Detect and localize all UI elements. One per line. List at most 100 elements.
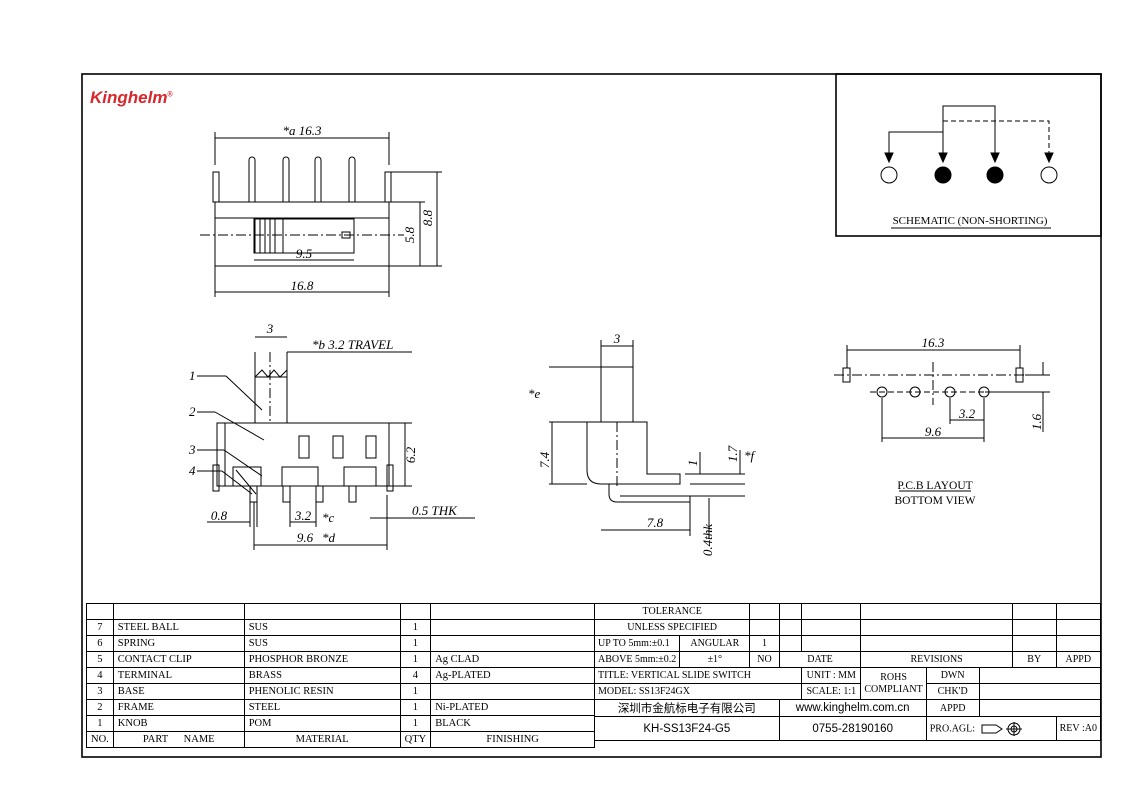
bom-finish-cell: BLACK [430, 715, 595, 732]
bom-qty-cell: 1 [399, 715, 432, 732]
callout-4: 4 [189, 463, 196, 478]
dim-pcb-offset: 1.6 [1029, 413, 1044, 430]
bom-finish-cell [430, 635, 595, 652]
dim-left-offset: 0.8 [211, 508, 228, 523]
bom-qty-cell: 4 [399, 667, 432, 684]
dim-pin-span: 9.6 [297, 530, 314, 545]
bom-name-cell: SPRING [112, 635, 245, 652]
unit-label: UNIT : MM [801, 667, 862, 684]
dim-side-height: 6.2 [403, 446, 418, 463]
company-name: 深圳市金航标电子有限公司 [594, 699, 780, 717]
bom-material-cell: PHOSPHOR BRONZE [243, 651, 401, 668]
kinghelm-logo: Kinghelm® [90, 88, 173, 108]
dim-pcb-width: 16.3 [922, 335, 945, 350]
schematic-diagram [880, 105, 1058, 229]
model-label: MODEL: SS13F24GX [593, 683, 803, 700]
registered-mark: ® [167, 91, 173, 99]
mark-d: *d [322, 530, 336, 545]
phone-number: 0755-28190160 [778, 716, 927, 741]
dwn-label: DWN [925, 667, 980, 684]
bom-material-cell [243, 603, 401, 620]
bom-material-cell: SUS [243, 635, 401, 652]
bom-qty-cell: 1 [399, 619, 432, 636]
callout-2: 2 [189, 404, 196, 419]
appd-label: APPD [925, 699, 980, 717]
logo-text: Kinghelm [90, 88, 168, 107]
tolerance-above: ABOVE 5mm:±0.2 [593, 651, 681, 668]
mark-e: *e [528, 386, 541, 401]
angular-value: ±1° [679, 651, 751, 668]
bom-qty-cell: 1 [399, 699, 432, 716]
tolerance-label: TOLERANCE [593, 603, 751, 620]
bom-name-cell: BASE [112, 683, 245, 700]
bom-qty-cell: 1 [399, 683, 432, 700]
dim-pin-height: 1 [685, 460, 700, 467]
dim-end-knob: 3 [613, 331, 621, 346]
callout-1: 1 [189, 368, 196, 383]
dim-total-length: 16.8 [291, 278, 314, 293]
dim-pin-pitch: 3.2 [294, 508, 312, 523]
dim-pcb-pitch: 3.2 [958, 406, 976, 421]
dim-inner-height: 5.8 [402, 226, 417, 243]
compliant-label: COMPLIANT [864, 683, 923, 695]
bom-no-cell: 5 [86, 651, 114, 668]
bom-name-cell: TERMINAL [112, 667, 245, 684]
unless-specified: UNLESS SPECIFIED [593, 619, 751, 636]
bom-no-cell: 2 [86, 699, 114, 716]
bom-header-row: NO. PART NAME MATERIAL QTY FINISHING [86, 731, 595, 748]
side-view [197, 336, 475, 550]
bom-no-cell [86, 603, 114, 620]
drawing-title: TITLE: VERTICAL SLIDE SWITCH [593, 667, 803, 684]
by-header: BY [1011, 651, 1057, 668]
revisions-header: REVISIONS [860, 651, 1013, 668]
bom-no-cell: 1 [86, 715, 114, 732]
title-block: TOLERANCE UNLESS SPECIFIED UP TO 5mm:±0.… [593, 603, 1102, 741]
bom-no-cell: 3 [86, 683, 114, 700]
sheet-border [81, 73, 1102, 758]
rev-no-header: NO [749, 651, 780, 668]
bom-name-cell: STEEL BALL [112, 619, 245, 636]
bom-qty-cell [399, 603, 432, 620]
bom-qty-cell: 1 [399, 635, 432, 652]
bom-finish-cell: Ni-PLATED [430, 699, 595, 716]
revision-mark: 1 [749, 635, 780, 652]
date-header: DATE [778, 651, 862, 668]
revision-label: REV :A0 [1055, 716, 1102, 741]
pcb-layout [834, 345, 1050, 492]
bom-material-cell: SUS [243, 619, 401, 636]
end-view [549, 340, 745, 538]
bom-header-qty: QTY [399, 731, 432, 748]
dim-travel: *b 3.2 TRAVEL [312, 337, 393, 352]
scale-label: SCALE: 1:1 [801, 683, 862, 700]
bom-finish-cell: Ag-PLATED [430, 667, 595, 684]
schematic-box [835, 73, 1102, 237]
bom-material-cell: PHENOLIC RESIN [243, 683, 401, 700]
dim-end-thickness: 0.4thk [700, 524, 715, 556]
bom-no-cell: 4 [86, 667, 114, 684]
bom-header-material: MATERIAL [243, 731, 401, 748]
schematic-label: SCHEMATIC (NON-SHORTING) [893, 215, 1048, 227]
pcb-sublabel: BOTTOM VIEW [894, 495, 975, 507]
pro-agl-label: PRO.AGL: [929, 722, 976, 734]
top-view [200, 132, 442, 297]
bom-finish-cell: Ag CLAD [430, 651, 595, 668]
dim-end-bottom: 7.8 [647, 515, 664, 530]
bom-name-cell: CONTACT CLIP [112, 651, 245, 668]
dim-end-offset: 1.7 [725, 445, 740, 462]
dim-pcb-span: 9.6 [925, 424, 942, 439]
bom-material-cell: STEEL [243, 699, 401, 716]
angular-label: ANGULAR [679, 635, 751, 652]
company-website: www.kinghelm.com.cn [778, 699, 927, 717]
bom-no-cell: 6 [86, 635, 114, 652]
bom-finish-cell [430, 603, 595, 620]
bom-name-cell: FRAME [112, 699, 245, 716]
pcb-label: P.C.B LAYOUT [897, 480, 972, 492]
